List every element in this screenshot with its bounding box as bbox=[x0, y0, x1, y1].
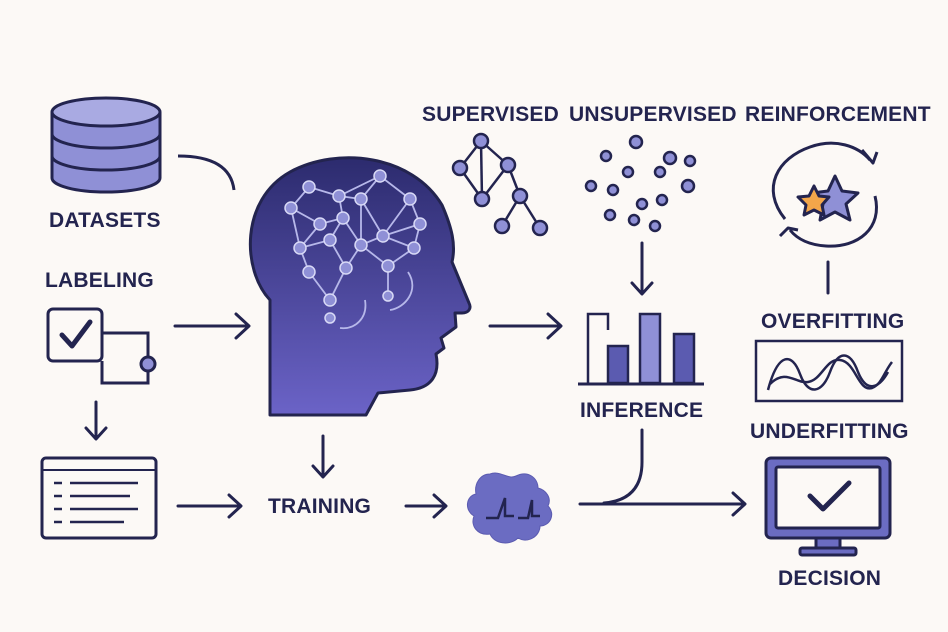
datasets-connector bbox=[177, 154, 236, 191]
arrow-training-to-blob bbox=[404, 493, 448, 519]
label-reinforcement: REINFORCEMENT bbox=[745, 103, 931, 126]
wave-plot-icon bbox=[754, 339, 904, 403]
tree-graph-icon bbox=[451, 132, 549, 237]
label-overfitting: OVERFITTING bbox=[761, 310, 905, 333]
arrow-head-to-training bbox=[311, 434, 335, 479]
label-labeling: LABELING bbox=[45, 269, 154, 292]
arrow-list-to-training bbox=[176, 493, 243, 519]
gear-blob-icon bbox=[467, 472, 553, 544]
monitor-check-icon bbox=[764, 456, 892, 557]
document-list-icon bbox=[40, 456, 158, 540]
flow-arrows bbox=[84, 241, 830, 519]
scatter-dots-icon bbox=[584, 134, 697, 233]
head-network-icon bbox=[248, 156, 472, 417]
label-training: TRAINING bbox=[268, 495, 372, 518]
arrow-dots-to-chart bbox=[630, 241, 654, 296]
label-inference: INFERENCE bbox=[580, 399, 704, 422]
cycle-stars-icon bbox=[771, 141, 879, 248]
database-icon bbox=[50, 96, 162, 194]
arrow-labeling-to-head bbox=[173, 312, 251, 340]
arrow-head-to-inference bbox=[488, 312, 563, 340]
label-datasets: DATASETS bbox=[49, 209, 161, 232]
label-supervised: SUPERVISED bbox=[422, 103, 559, 126]
label-underfitting: UNDERFITTING bbox=[750, 420, 909, 443]
bar-chart-icon bbox=[578, 312, 704, 386]
label-unsupervised: UNSUPERVISED bbox=[569, 103, 737, 126]
checkbox-icon bbox=[46, 307, 157, 385]
inference-curve bbox=[602, 428, 644, 505]
arrow-labeling-to-list bbox=[84, 400, 108, 441]
label-decision: DECISION bbox=[778, 567, 882, 590]
